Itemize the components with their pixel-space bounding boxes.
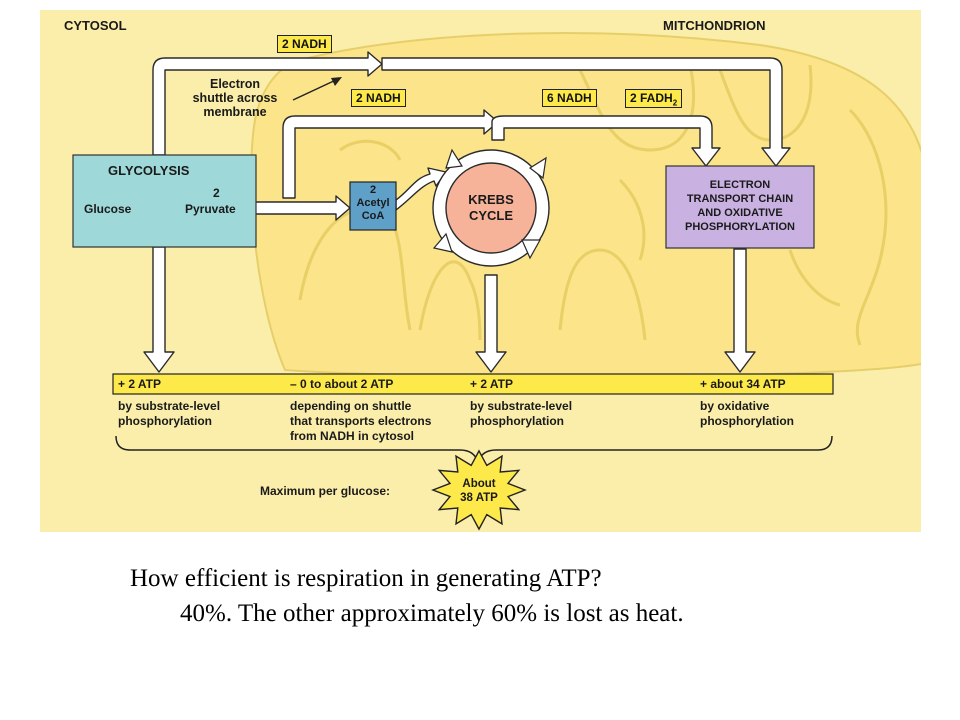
krebs-nadh-arrow [491, 115, 721, 167]
glycolysis-title: GLYCOLYSIS [108, 163, 190, 178]
mitochondrion-label: MITCHONDRION [663, 18, 766, 33]
nadh-pyruvate-tag: 2 NADH [351, 89, 406, 107]
atp-amount-1: + 2 ATP [118, 377, 162, 391]
atp-amount-4: + about 34 ATP [700, 377, 786, 391]
krebs-cycle-circle [445, 162, 537, 254]
pyruvate-label: Pyruvate [185, 202, 236, 216]
krebs-cycle-arrowheads [432, 148, 547, 260]
cytosol-label: CYTOSOL [64, 18, 127, 33]
fadh2-tag: 2 FADH2 [625, 89, 683, 109]
nadh-krebs-tag: 6 NADH [542, 89, 597, 107]
shuttle-pointer-head [331, 77, 342, 86]
glycolysis-box [72, 154, 257, 248]
pyruvate-to-acetyl-arrow [254, 195, 351, 221]
krebs-atp-arrow [475, 274, 507, 373]
nadh-shuttle-tag: 2 NADH [277, 35, 332, 53]
shuttle-to-etc-arrow [381, 57, 791, 167]
glycolysis-atp-arrow [143, 246, 175, 373]
shuttle-pointer [292, 78, 339, 101]
question-text: How efficient is respiration in generati… [130, 565, 602, 592]
atp-amount-3: + 2 ATP [470, 377, 514, 391]
shuttle-arrow [152, 51, 383, 156]
maximum-label: Maximum per glucose: [260, 484, 391, 498]
acetyl-coa-box [349, 181, 397, 231]
atp-amount-2: – 0 to about 2 ATP [290, 377, 394, 391]
flow-arrows [143, 51, 791, 373]
glucose-label: Glucose [84, 202, 132, 216]
atp-burst [431, 449, 527, 531]
pyruvate-count: 2 [213, 186, 220, 200]
answer-text: 40%. The other approximately 60% is lost… [180, 600, 684, 627]
electron-transport-box [665, 165, 815, 249]
etc-atp-arrow [724, 248, 756, 373]
atp-yield-bar [112, 373, 834, 395]
pyruvate-nadh-arrow [282, 109, 499, 199]
